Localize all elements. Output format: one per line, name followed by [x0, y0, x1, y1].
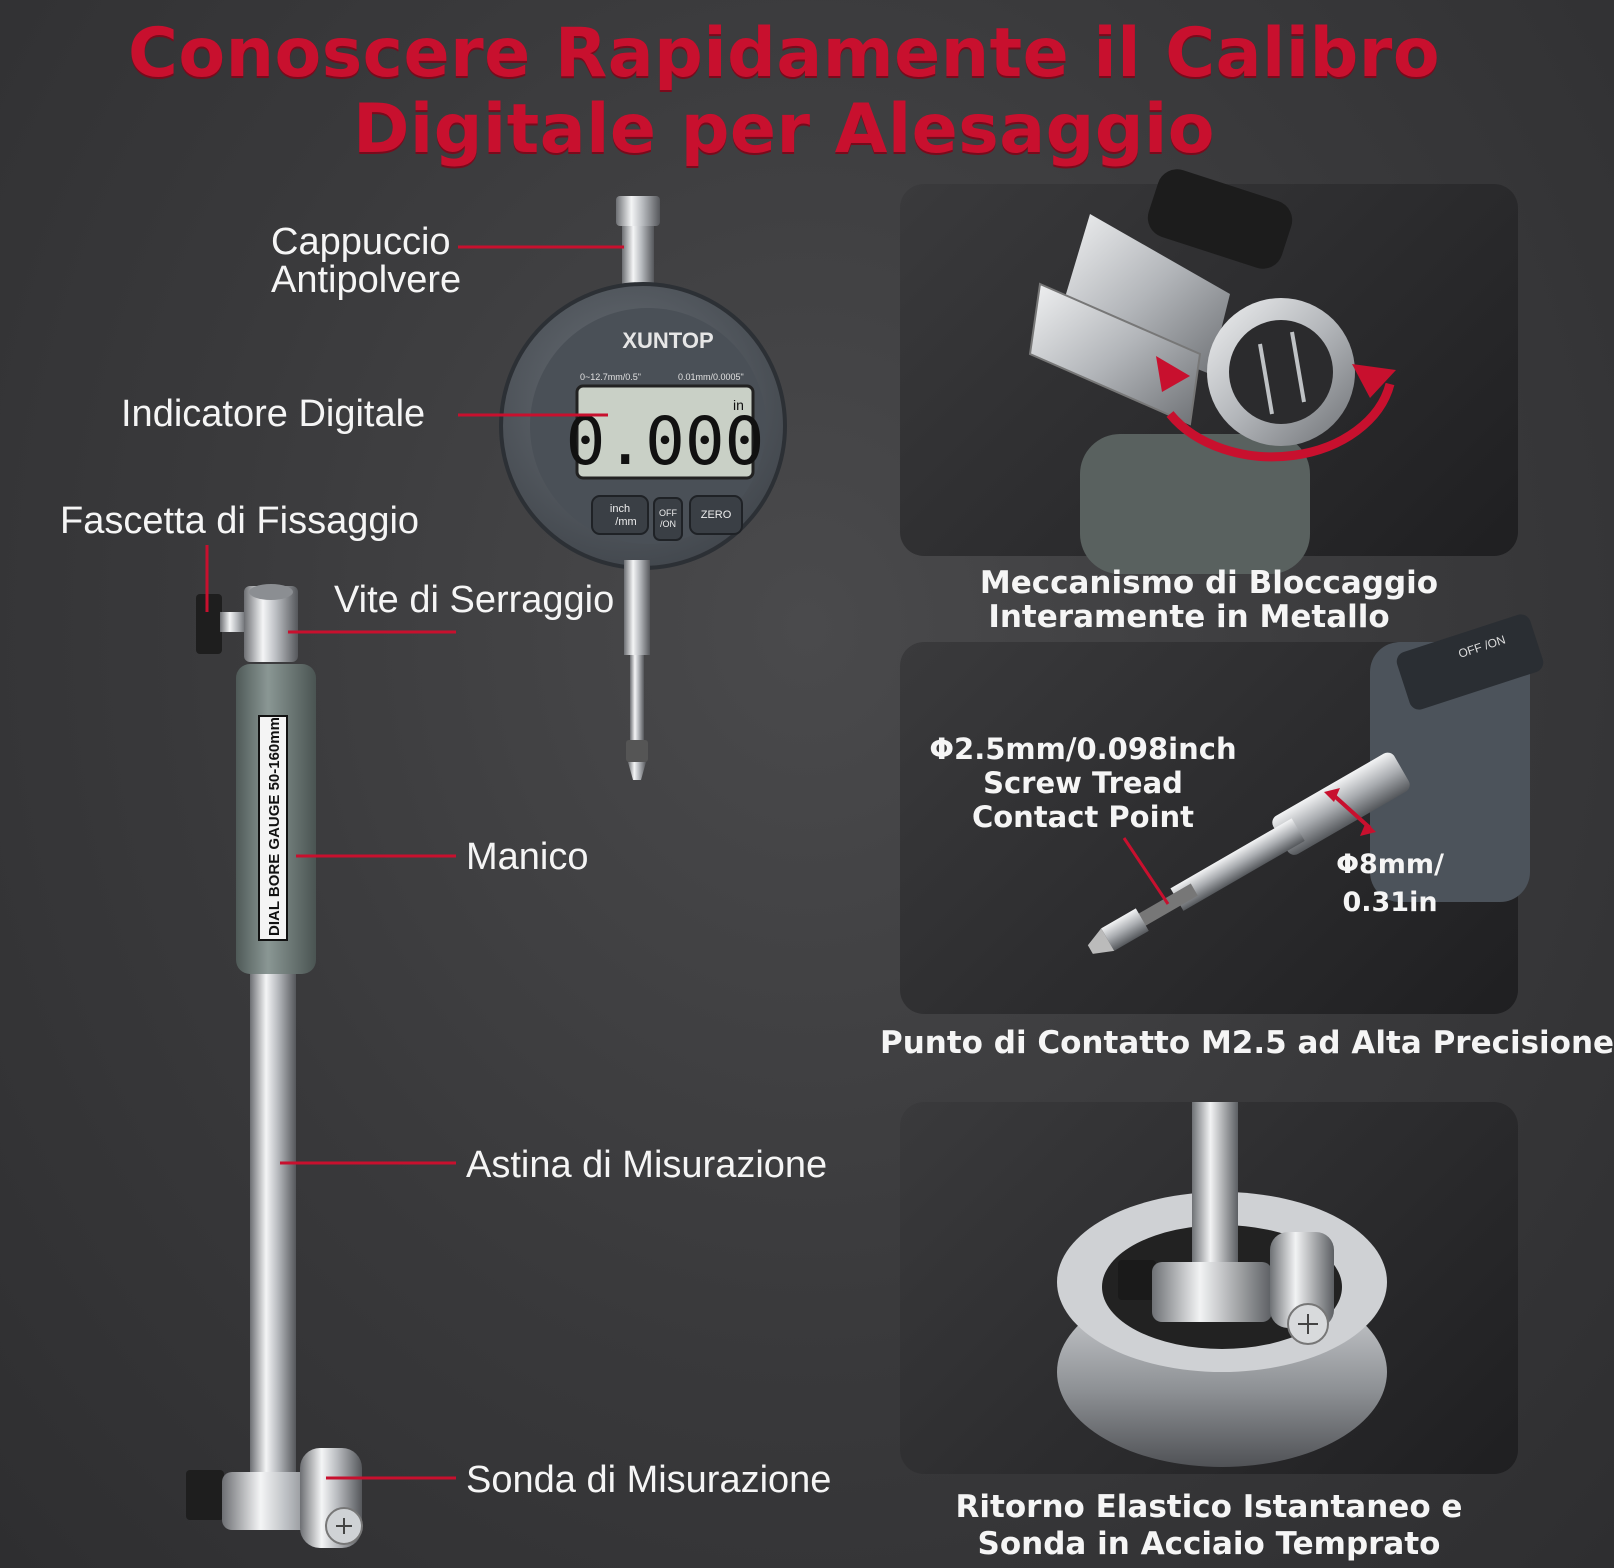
power-button[interactable]	[653, 497, 683, 541]
lock-caption-line2: Interamente in Metallo	[988, 599, 1390, 635]
unit-button-top: inch	[610, 503, 630, 515]
measuring-rod	[250, 974, 296, 1474]
rotate-arrow-right-icon	[1352, 364, 1396, 398]
handle-engraving: DIAL BORE GAUGE 50-160mm	[266, 717, 283, 936]
label-digital-indicator: Indicatore Digitale	[121, 393, 426, 435]
unit-button-bottom: /mm	[615, 516, 636, 528]
clamp-knob	[196, 594, 222, 654]
bore-gauge-illustration: XUNTOP 0~12.7mm/0.5" 0.01mm/0.0005" 0.00…	[186, 196, 787, 1548]
probe-caption-line1: Ritorno Elastico Istantaneo e	[955, 1489, 1463, 1525]
contact-spec-line1: Φ2.5mm/0.098inch	[929, 732, 1237, 766]
leader-lines	[205, 245, 624, 1480]
lock-caption-line1: Meccanismo di Bloccaggio	[979, 565, 1439, 601]
page-title-line2: Digitale per Alesaggio	[352, 90, 1216, 169]
power-button-bottom: /ON	[660, 519, 676, 529]
digital-indicator: XUNTOP 0~12.7mm/0.5" 0.01mm/0.0005" 0.00…	[499, 282, 787, 570]
label-measuring-probe: Sonda di Misurazione	[466, 1459, 832, 1501]
page-title-line1: Conoscere Rapidamente il Calibro	[127, 14, 1441, 93]
label-handle: Manico	[466, 836, 589, 878]
lcd-unit: in	[733, 397, 744, 413]
range-text: 0~12.7mm/0.5"	[580, 372, 641, 382]
diameter-arrow-icon	[1328, 790, 1372, 830]
label-dust-cap-line2: Antipolvere	[271, 259, 462, 301]
probe-ring-image	[1057, 1102, 1387, 1467]
brand-logo: XUNTOP	[622, 328, 713, 353]
contact-diameter-line2: 0.31in	[1342, 887, 1438, 918]
contact-caption: Punto di Contatto M2.5 ad Alta Precision…	[880, 1025, 1614, 1061]
label-clamp-screw: Vite di Serraggio	[334, 579, 615, 621]
lcd-screen	[575, 384, 755, 480]
panel-probe	[900, 1102, 1518, 1474]
probe-caption-line2: Sonda in Acciaio Temprato	[977, 1526, 1441, 1562]
indicator-spindle	[624, 560, 650, 780]
panel-contact-point: OFF /ON Φ2.5mm/0.098inch Screw Tread Con…	[900, 614, 1544, 1014]
zero-button-label: ZERO	[701, 509, 732, 521]
panel-lock-mechanism	[900, 169, 1518, 574]
label-clamp-band: Fascetta di Fissaggio	[60, 500, 420, 542]
unit-button[interactable]	[591, 495, 649, 535]
power-button-top: OFF	[659, 508, 677, 518]
bore-gauge-body: DIAL BORE GAUGE 50-160mm	[186, 584, 363, 1548]
contact-point-image: OFF /ON	[1087, 614, 1544, 954]
label-dust-cap-line1: Cappuccio	[271, 221, 451, 263]
rotate-arrow-left-icon	[1156, 356, 1190, 392]
contact-diameter-line1: Φ8mm/	[1336, 849, 1444, 880]
resolution-text: 0.01mm/0.0005"	[678, 372, 744, 382]
label-measuring-rod: Astina di Misurazione	[466, 1144, 828, 1186]
contact-spec-line2: Screw Tread	[983, 766, 1183, 800]
zero-button[interactable]	[689, 495, 743, 535]
clamp-band	[244, 586, 298, 662]
lock-mechanism-image	[1028, 169, 1396, 574]
contact-spec-line3: Contact Point	[971, 800, 1195, 834]
